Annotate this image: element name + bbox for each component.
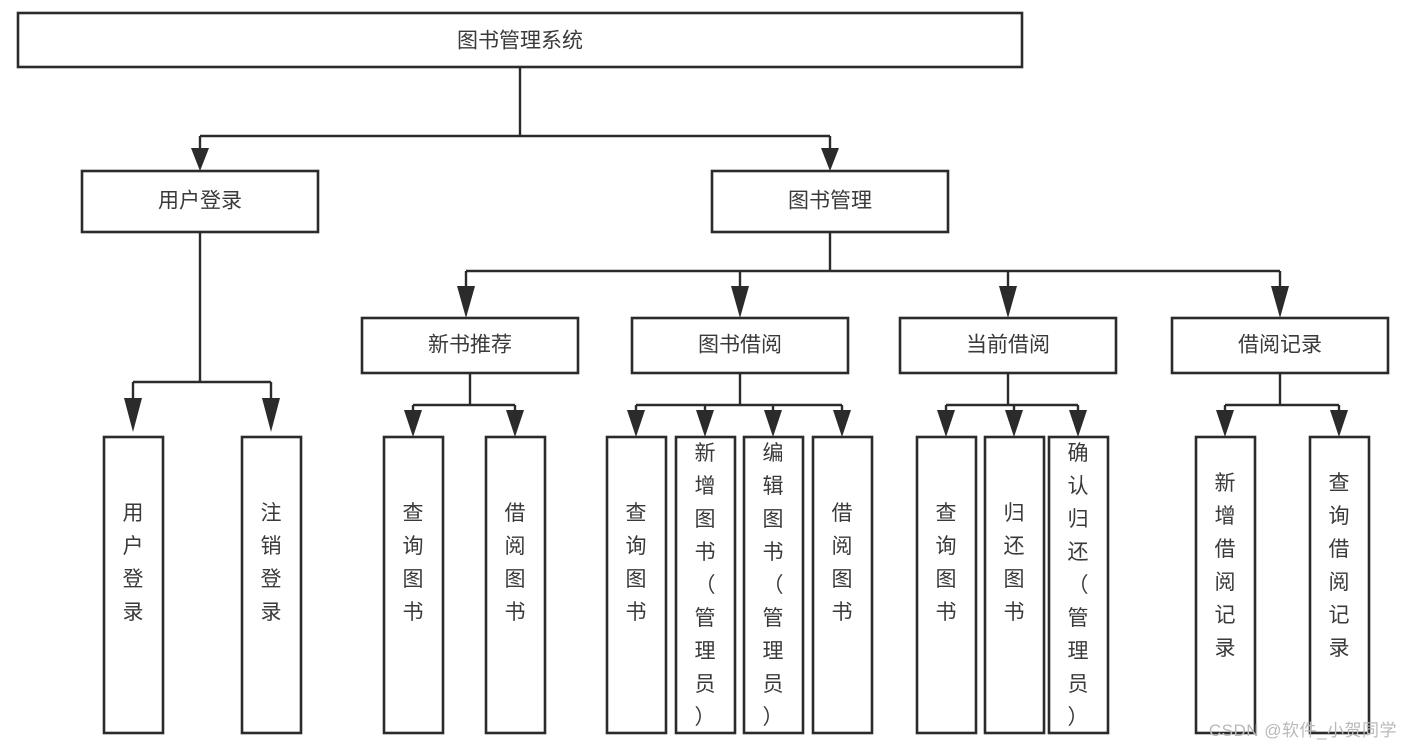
arrow-head-bookmgmt bbox=[821, 148, 839, 171]
arrow-head-return-book bbox=[1005, 410, 1023, 437]
arrow-head-query-record bbox=[1330, 410, 1348, 437]
node-leaf-borrow-book-new-box[interactable] bbox=[484, 435, 547, 735]
node-bookmgmt-label: 图书管理 bbox=[788, 190, 872, 213]
arrow-head-borrow-book bbox=[833, 410, 851, 437]
node-leaf-confirm-return-box[interactable] bbox=[1047, 435, 1110, 735]
node-newbook-box[interactable] bbox=[360, 316, 580, 375]
node-leaf-borrow-book[interactable]: 借阅图书 bbox=[811, 435, 874, 735]
connector-layer bbox=[124, 67, 1348, 437]
node-leaf-confirm-return[interactable]: 确认归还（管理员） bbox=[1047, 435, 1110, 735]
node-current-label: 当前借阅 bbox=[966, 334, 1050, 357]
node-leaf-user-logout-label: 注销登录 bbox=[261, 502, 282, 624]
node-leaf-edit-book-box[interactable] bbox=[742, 435, 805, 735]
node-leaf-add-record-label: 新增借阅记录 bbox=[1215, 472, 1236, 660]
arrow-head-login bbox=[191, 148, 209, 171]
node-leaf-query-book-new[interactable]: 查询图书 bbox=[382, 435, 445, 735]
node-leaf-query-book-new-label: 查询图书 bbox=[403, 502, 424, 624]
node-leaf-user-logout[interactable]: 注销登录 bbox=[240, 435, 303, 735]
arrow-head-user-logout bbox=[262, 398, 280, 432]
node-leaf-query-book-current-label: 查询图书 bbox=[936, 502, 957, 624]
node-leaf-return-book-box[interactable] bbox=[983, 435, 1046, 735]
node-leaf-add-book[interactable]: 新增图书（管理员） bbox=[674, 435, 737, 735]
node-leaf-user-logout-box[interactable] bbox=[240, 435, 303, 735]
node-leaf-borrow-book-box[interactable] bbox=[811, 435, 874, 735]
node-leaf-add-book-label: 新增图书（管理员） bbox=[695, 442, 716, 729]
node-leaf-user-login[interactable]: 用户登录 bbox=[102, 435, 165, 735]
node-leaf-query-record-box[interactable] bbox=[1308, 435, 1371, 735]
arrow-head-query-book-new bbox=[404, 410, 422, 437]
node-newbook[interactable]: 新书推荐 bbox=[360, 316, 580, 375]
arrow-head-records bbox=[1271, 286, 1289, 318]
arrow-head-add-record bbox=[1216, 410, 1234, 437]
node-current[interactable]: 当前借阅 bbox=[898, 316, 1118, 375]
node-leaf-borrow-book-new[interactable]: 借阅图书 bbox=[484, 435, 547, 735]
node-leaf-edit-book-label: 编辑图书（管理员） bbox=[763, 442, 784, 729]
node-leaf-query-book-current[interactable]: 查询图书 bbox=[915, 435, 978, 735]
node-leaf-add-record-box[interactable] bbox=[1194, 435, 1257, 735]
node-borrow[interactable]: 图书借阅 bbox=[630, 316, 850, 375]
node-leaf-add-record[interactable]: 新增借阅记录 bbox=[1194, 435, 1257, 735]
node-leaf-query-book-borrow-box[interactable] bbox=[605, 435, 668, 735]
node-records-box[interactable] bbox=[1170, 316, 1390, 375]
node-leaf-query-book-current-box[interactable] bbox=[915, 435, 978, 735]
node-current-box[interactable] bbox=[898, 316, 1118, 375]
node-leaf-borrow-book-new-label: 借阅图书 bbox=[505, 502, 526, 624]
node-leaf-borrow-book-label: 借阅图书 bbox=[832, 502, 853, 624]
node-newbook-label: 新书推荐 bbox=[428, 334, 512, 357]
arrow-head-borrow-book-new bbox=[506, 410, 524, 437]
arrow-head-user-login bbox=[124, 398, 142, 432]
node-bookmgmt-box[interactable] bbox=[710, 169, 950, 234]
arrow-head-query-book-borrow bbox=[627, 410, 645, 437]
arrow-head-edit-book bbox=[764, 410, 782, 437]
arrow-head-confirm-return bbox=[1069, 410, 1087, 437]
node-login[interactable]: 用户登录 bbox=[80, 169, 320, 234]
arrow-head-newbook bbox=[457, 286, 475, 318]
node-leaf-query-record[interactable]: 查询借阅记录 bbox=[1308, 435, 1371, 735]
node-root-label: 图书管理系统 bbox=[457, 30, 583, 53]
node-borrow-label: 图书借阅 bbox=[698, 334, 782, 357]
node-login-label: 用户登录 bbox=[158, 190, 242, 213]
arrow-head-query-book-current bbox=[937, 410, 955, 437]
node-leaf-confirm-return-label: 确认归还（管理员） bbox=[1068, 442, 1089, 729]
node-leaf-edit-book[interactable]: 编辑图书（管理员） bbox=[742, 435, 805, 735]
node-leaf-user-login-box[interactable] bbox=[102, 435, 165, 735]
node-leaf-query-record-label: 查询借阅记录 bbox=[1329, 472, 1350, 660]
arrow-head-current bbox=[999, 286, 1017, 318]
node-borrow-box[interactable] bbox=[630, 316, 850, 375]
node-root-box[interactable] bbox=[16, 11, 1024, 69]
node-bookmgmt[interactable]: 图书管理 bbox=[710, 169, 950, 234]
arrow-head-add-book bbox=[696, 410, 714, 437]
node-leaf-return-book[interactable]: 归还图书 bbox=[983, 435, 1046, 735]
node-root[interactable]: 图书管理系统 bbox=[16, 11, 1024, 69]
node-leaf-add-book-box[interactable] bbox=[674, 435, 737, 735]
node-leaf-user-login-label: 用户登录 bbox=[123, 502, 144, 624]
node-leaf-query-book-borrow-label: 查询图书 bbox=[626, 502, 647, 624]
node-records[interactable]: 借阅记录 bbox=[1170, 316, 1390, 375]
node-records-label: 借阅记录 bbox=[1238, 334, 1322, 357]
node-login-box[interactable] bbox=[80, 169, 320, 234]
arrow-head-borrow bbox=[731, 286, 749, 318]
node-leaf-query-book-borrow[interactable]: 查询图书 bbox=[605, 435, 668, 735]
node-leaf-query-book-new-box[interactable] bbox=[382, 435, 445, 735]
node-leaf-return-book-label: 归还图书 bbox=[1004, 502, 1025, 624]
